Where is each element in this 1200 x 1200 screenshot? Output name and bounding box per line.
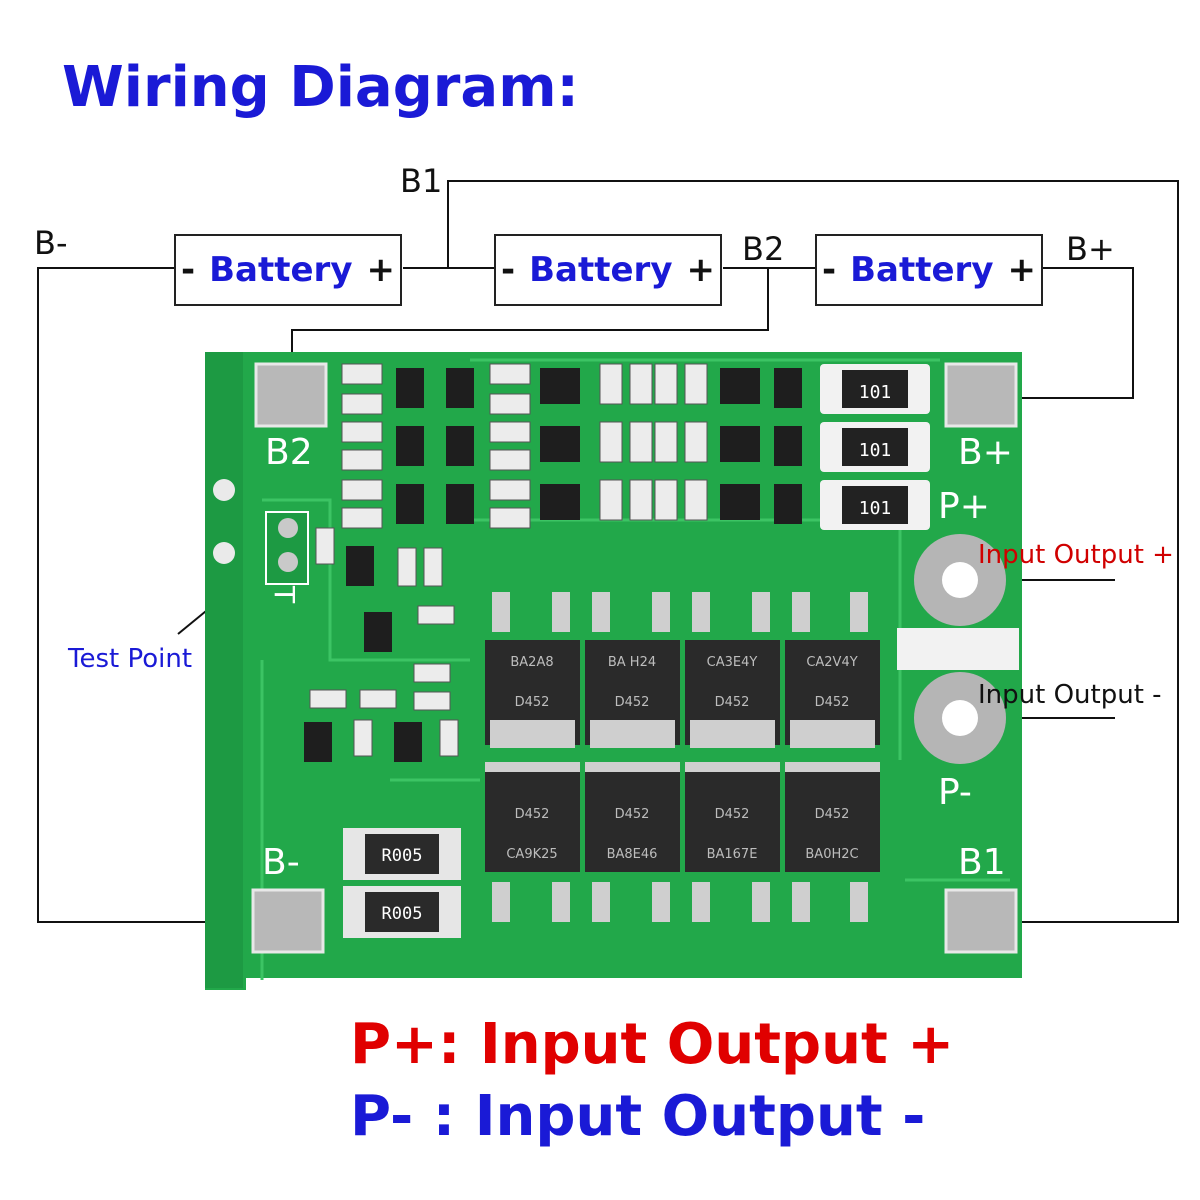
legend-p-plus: P+: Input Output +	[350, 1012, 954, 1077]
battery-minus: -	[501, 250, 516, 290]
battery-label: Battery	[209, 250, 353, 290]
wire-b-plus	[1020, 267, 1134, 399]
page-title: Wiring Diagram:	[62, 55, 579, 120]
pad-b1	[944, 888, 1018, 954]
callout-io-plus: Input Output +	[978, 540, 1174, 570]
resistor-marking-2: R005	[382, 904, 423, 924]
battery-1: - Battery +	[174, 234, 402, 306]
mosfet-bottom-part: D452	[815, 807, 850, 822]
mosfets-bottom	[485, 762, 880, 922]
fuse-marking-1: 101	[859, 382, 892, 403]
battery-minus: -	[822, 250, 837, 290]
pcb-label-b-minus: B-	[262, 842, 300, 883]
pad-b2	[254, 362, 328, 428]
mosfet-bottom-part: D452	[615, 807, 650, 822]
callout-test-point: Test Point	[68, 644, 193, 674]
mosfet-bottom-marking: BA8E46	[607, 847, 658, 862]
mosfets-top	[485, 592, 880, 748]
pcb-label-b1: B1	[958, 842, 1006, 883]
mosfet-bottom-marking: BA167E	[707, 847, 758, 862]
legend-p-plus-text: Input Output +	[479, 1012, 955, 1077]
battery-plus: +	[1007, 250, 1036, 290]
battery-minus: -	[181, 250, 196, 290]
legend-p-minus-text: Input Output -	[474, 1084, 926, 1149]
fuse-marking-2: 101	[859, 440, 892, 461]
mosfet-bottom-part: D452	[715, 807, 750, 822]
label-b-minus: B-	[34, 224, 68, 262]
fuse-marking-3: 101	[859, 498, 892, 519]
sense-resistors	[343, 828, 461, 938]
mosfet-bottom-part: D452	[515, 807, 550, 822]
wire-b1	[447, 180, 1179, 923]
mosfet-top-part: D452	[615, 695, 650, 710]
label-b-plus: B+	[1066, 230, 1115, 268]
legend-p-minus: P- : Input Output -	[350, 1084, 925, 1149]
pcb-label-p-plus: P+	[938, 486, 990, 527]
mosfet-top-marking: CA2V4Y	[806, 655, 857, 670]
pcb-label-b2: B2	[265, 432, 313, 473]
mosfet-top-marking: CA3E4Y	[707, 655, 758, 670]
resistor-marking-1: R005	[382, 846, 423, 866]
mounting-hole	[213, 479, 235, 501]
mosfet-top-part: D452	[515, 695, 550, 710]
p-pad-strip	[897, 628, 1019, 670]
battery-2: - Battery +	[494, 234, 722, 306]
label-b2: B2	[742, 230, 785, 268]
wire-b-minus	[37, 267, 250, 923]
mosfet-top-marking: BA2A8	[510, 655, 553, 670]
pcb-label-b-plus: B+	[958, 432, 1013, 473]
pcb-label-t: T	[268, 585, 302, 604]
mosfet-top-marking: BA H24	[608, 655, 656, 670]
smd-components	[309, 363, 708, 757]
pad-b-plus	[944, 362, 1018, 428]
label-b1: B1	[400, 162, 443, 200]
mosfet-bottom-marking: BA0H2C	[805, 847, 858, 862]
legend-p-minus-key: P- :	[350, 1084, 456, 1149]
mosfet-top-part: D452	[815, 695, 850, 710]
callout-io-minus: Input Output -	[978, 680, 1162, 710]
mosfet-bottom-marking: CA9K25	[506, 847, 557, 862]
battery-3: - Battery +	[815, 234, 1043, 306]
mosfet-top-part: D452	[715, 695, 750, 710]
pad-b-minus	[251, 888, 325, 954]
ic-chips	[304, 368, 802, 762]
battery-label: Battery	[850, 250, 994, 290]
fuses	[820, 364, 930, 530]
battery-plus: +	[686, 250, 715, 290]
pcb-label-p-minus: P-	[938, 772, 972, 813]
wire-b2	[291, 268, 769, 368]
battery-label: Battery	[529, 250, 673, 290]
battery-plus: +	[366, 250, 395, 290]
legend-p-plus-key: P+:	[350, 1012, 461, 1077]
